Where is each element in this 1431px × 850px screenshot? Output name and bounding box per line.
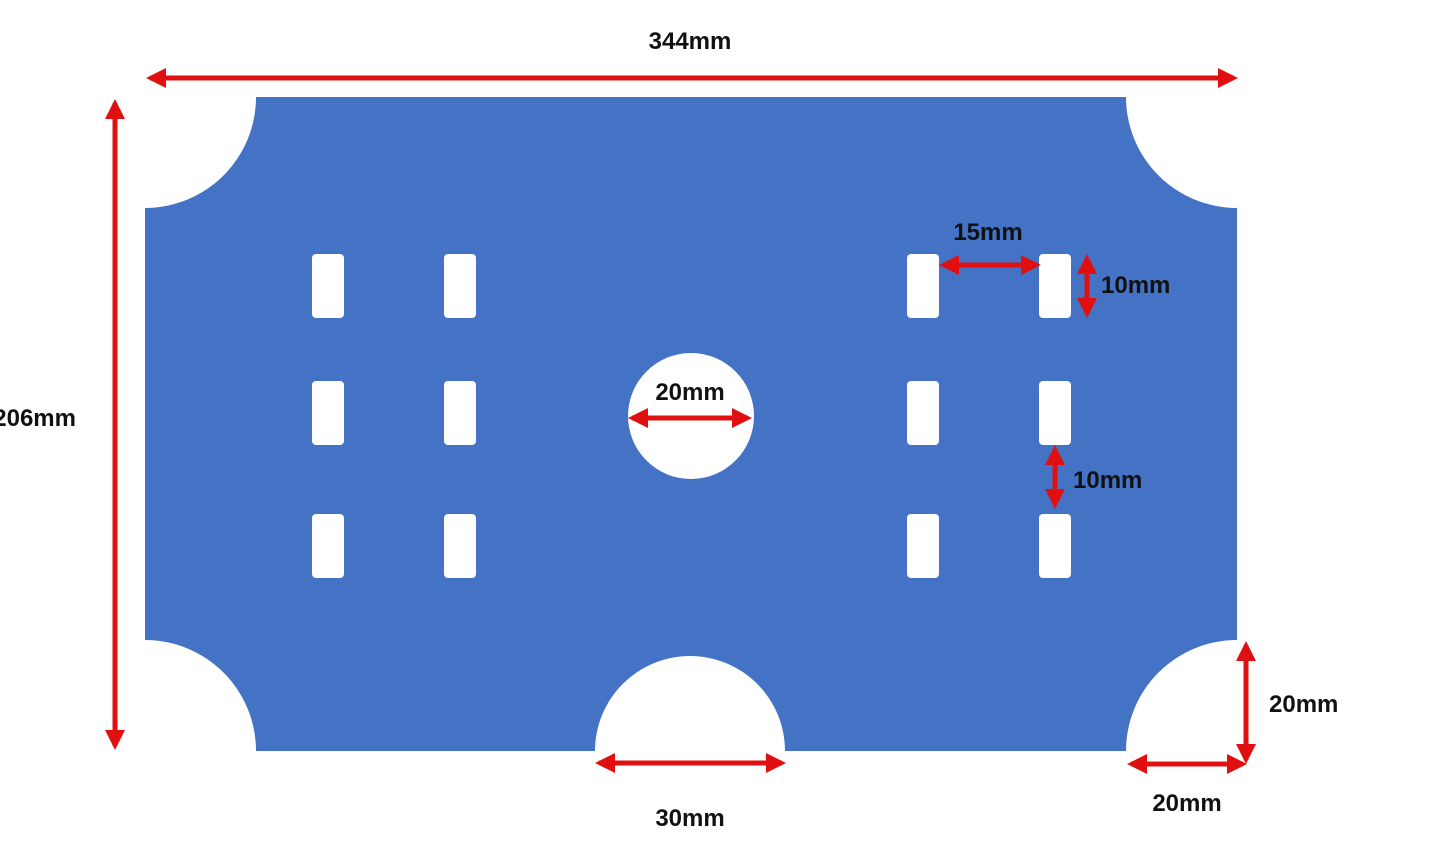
slot-height-label: 10mm [1101,272,1170,299]
bottom-notch-width-label: 30mm [655,805,724,832]
corner-notch-height-label: 20mm [1269,691,1338,718]
slot-spacing-vertical-label: 10mm [1073,467,1142,494]
center-hole-diameter-label: 20mm [655,379,724,406]
plate [145,97,1237,751]
slot-spacing-horizontal-label: 15mm [953,219,1022,246]
corner-notch-width-label: 20mm [1152,790,1221,817]
overall-width-label: 344mm [649,28,732,55]
overall-height-label: 206mm [0,405,76,432]
